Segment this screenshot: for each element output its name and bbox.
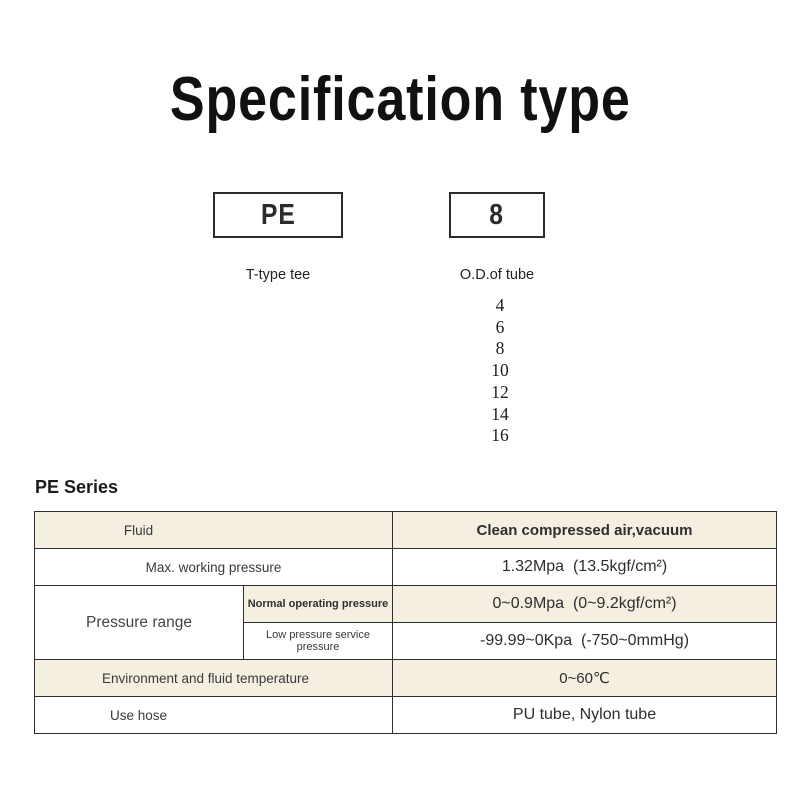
tube-size-code-text: 8 bbox=[489, 198, 505, 231]
use-hose-value: PU tube, Nylon tube bbox=[392, 696, 778, 734]
tube-size-option: 12 bbox=[491, 381, 509, 402]
page-title-text: Specification type bbox=[169, 65, 631, 134]
tube-size-option: 8 bbox=[495, 338, 505, 359]
low-pressure-service-value: -99.99~0Kpa (-750~0mmHg) bbox=[392, 622, 778, 660]
tube-size-option: 14 bbox=[491, 403, 509, 424]
series-code-box: PE bbox=[213, 192, 343, 238]
temperature-label: Environment and fluid temperature bbox=[33, 659, 394, 697]
page-title: Specification type bbox=[0, 64, 800, 135]
max-working-pressure-value: 1.32Mpa (13.5kgf/cm²) bbox=[392, 548, 778, 586]
tube-size-option: 6 bbox=[495, 316, 505, 337]
fluid-label: Fluid bbox=[33, 511, 394, 549]
max-working-pressure-label: Max. working pressure bbox=[33, 548, 394, 586]
spec-table: Fluid Clean compressed air,vacuum Max. w… bbox=[33, 511, 778, 734]
low-pressure-service-label: Low pressure service pressure bbox=[242, 622, 394, 660]
tube-size-caption: O.D.of tube bbox=[459, 267, 535, 283]
tube-size-options: 4 6 8 10 12 14 16 bbox=[440, 295, 560, 447]
normal-operating-pressure-value: 0~0.9Mpa (0~9.2kgf/cm²) bbox=[392, 585, 778, 623]
normal-operating-pressure-label: Normal operating pressure bbox=[242, 585, 394, 623]
pressure-range-label: Pressure range bbox=[34, 585, 244, 660]
tube-size-option: 4 bbox=[495, 295, 505, 315]
tube-size-option: 10 bbox=[491, 360, 509, 381]
temperature-value: 0~60℃ bbox=[392, 659, 778, 697]
series-code-text: PE bbox=[260, 198, 296, 231]
table-row-max-pressure: Max. working pressure 1.32Mpa (13.5kgf/c… bbox=[33, 548, 778, 586]
tube-size-code-box: 8 bbox=[449, 192, 545, 238]
series-code-caption: T-type tee bbox=[245, 267, 311, 283]
table-row-fluid: Fluid Clean compressed air,vacuum bbox=[33, 511, 778, 549]
table-row-normal-pressure: Pressure range Normal operating pressure… bbox=[34, 585, 778, 660]
use-hose-label: Use hose bbox=[33, 696, 394, 734]
table-row-temperature: Environment and fluid temperature 0~60℃ bbox=[33, 659, 778, 697]
series-heading: PE Series bbox=[35, 477, 119, 497]
table-row-use-hose: Use hose PU tube, Nylon tube bbox=[33, 696, 778, 734]
table-row-low-pressure: Low pressure service pressure -99.99~0Kp… bbox=[34, 622, 778, 660]
tube-size-option: 16 bbox=[491, 425, 509, 446]
fluid-value: Clean compressed air,vacuum bbox=[392, 511, 778, 549]
